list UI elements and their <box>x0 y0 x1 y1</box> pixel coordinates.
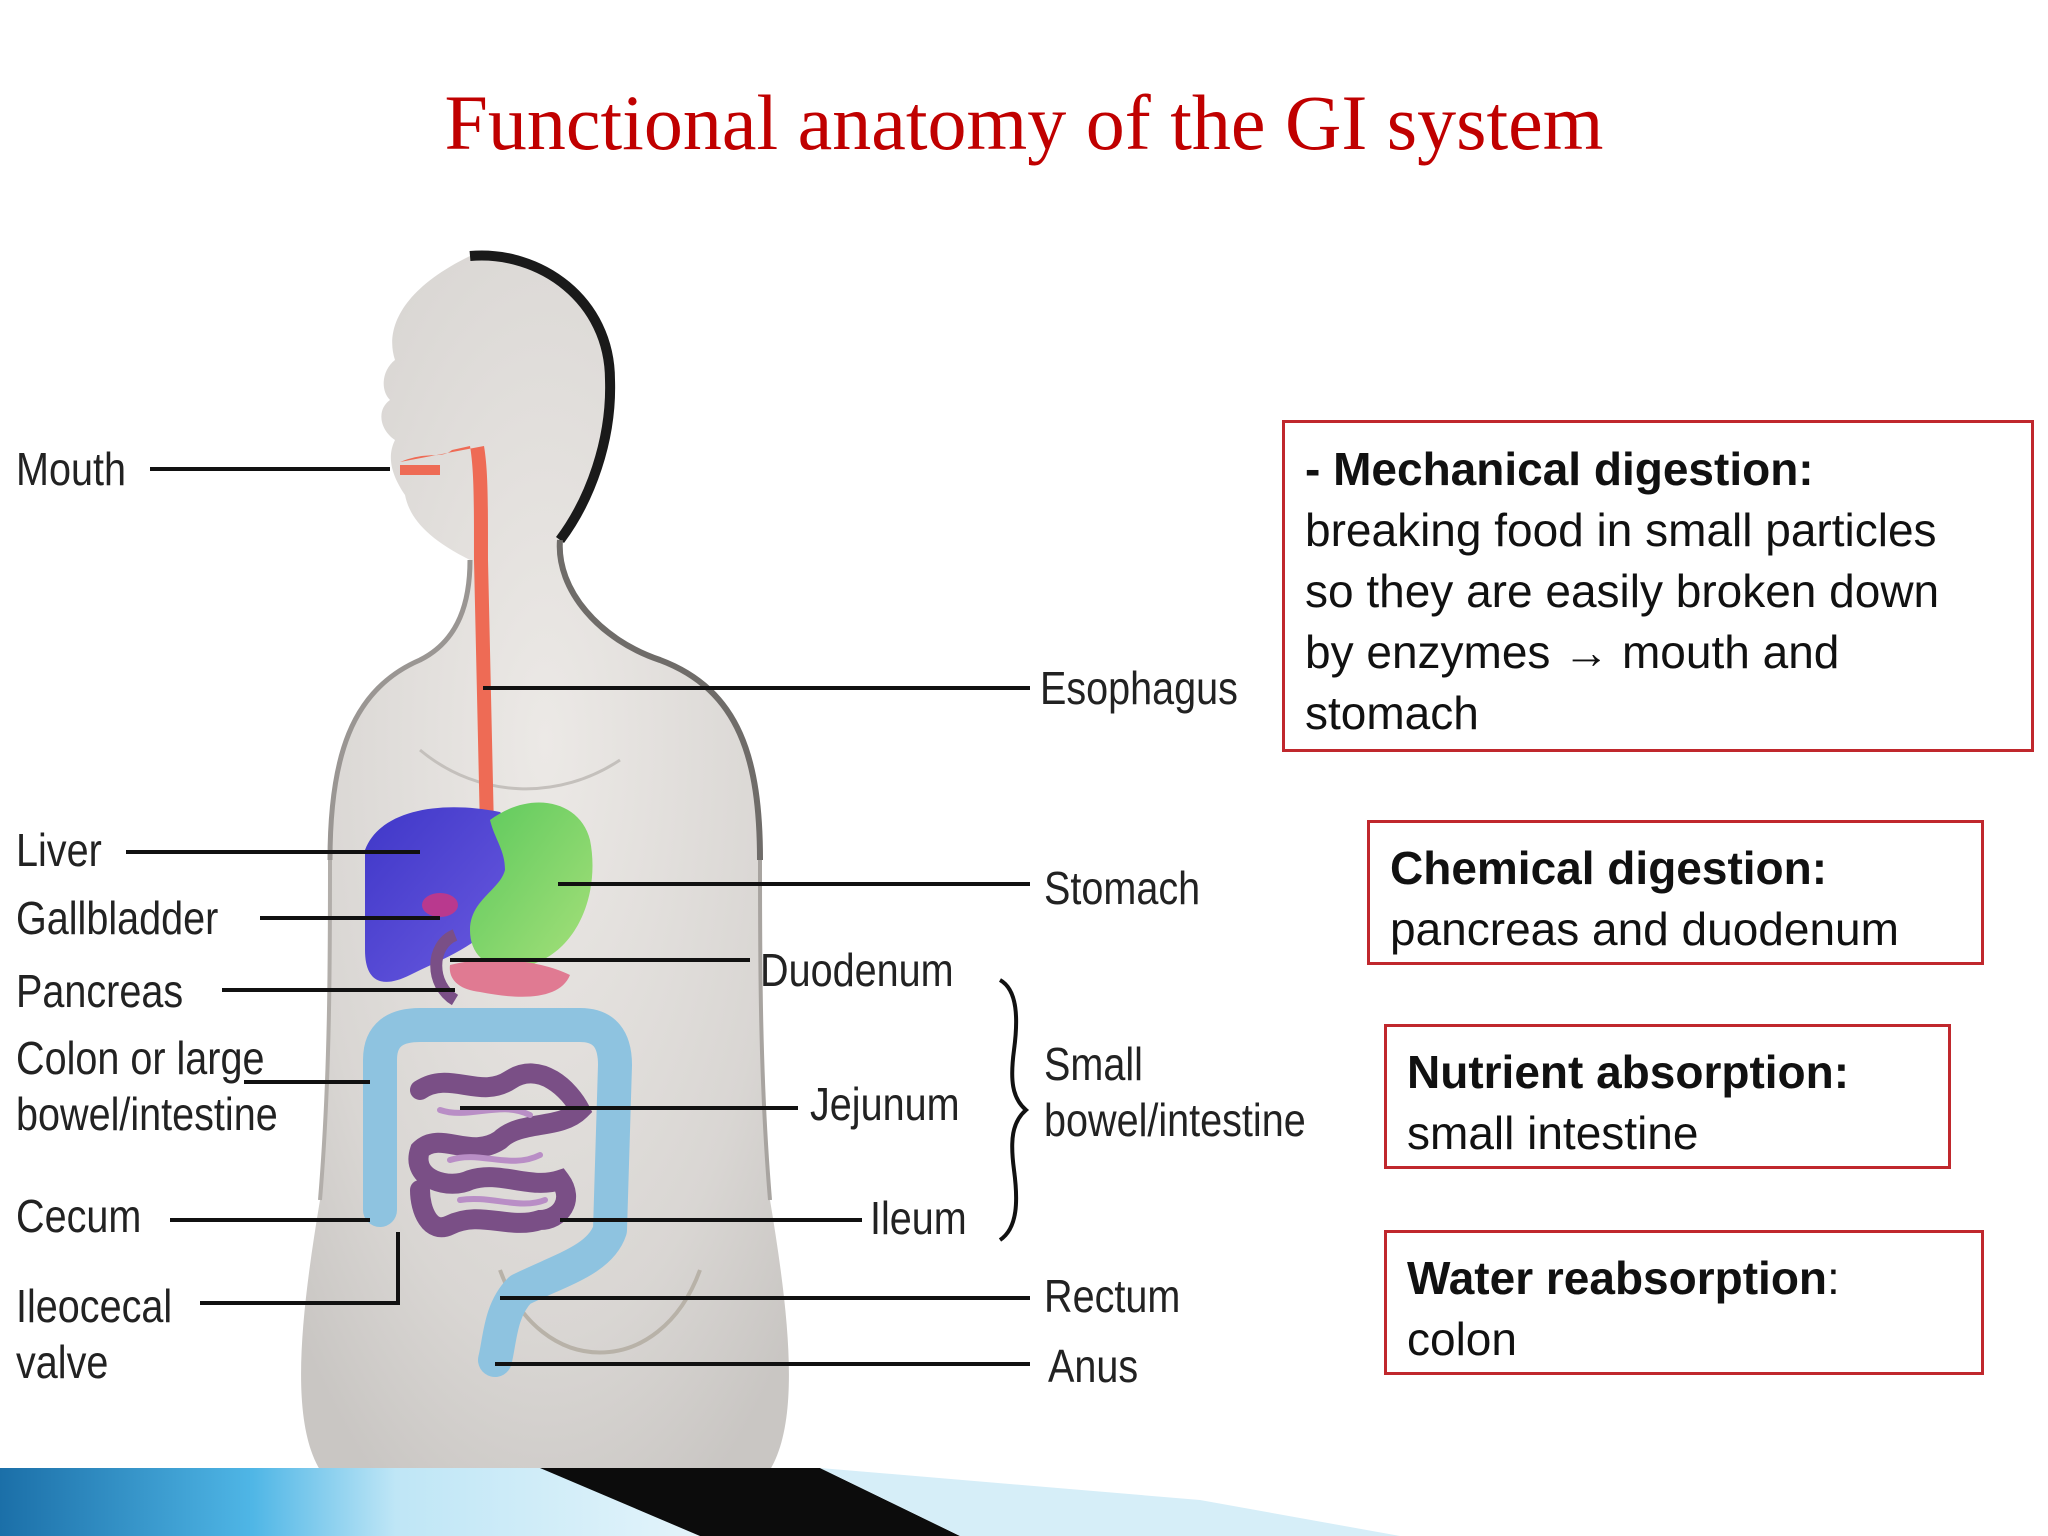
label-duodenum: Duodenum <box>760 944 954 996</box>
mechanical-line1: breaking food in small particles <box>1305 504 1937 556</box>
chest-outline <box>419 748 621 791</box>
duodenum-organ <box>430 929 459 1006</box>
label-rectum: Rectum <box>1044 1270 1181 1322</box>
label-small-intestine: Small bowel/intestine <box>1044 1036 1306 1148</box>
water-body: colon <box>1407 1313 1517 1365</box>
shoulder-outline <box>556 539 763 861</box>
water-reabsorption-box: Water reabsorption: colon <box>1384 1230 1984 1375</box>
label-cecum: Cecum <box>16 1190 142 1242</box>
mechanical-heading: - Mechanical digestion: <box>1305 443 1814 495</box>
water-heading: Water reabsorption <box>1407 1252 1828 1304</box>
nutrient-body: small intestine <box>1407 1107 1699 1159</box>
small-intestine-organ <box>408 1063 593 1238</box>
mechanical-line4: stomach <box>1305 687 1479 739</box>
label-small-line2: bowel/intestine <box>1044 1094 1306 1146</box>
label-ileocecal-line2: valve <box>16 1336 109 1388</box>
shoulder-left-outline <box>327 559 473 861</box>
pancreas-organ <box>449 959 570 997</box>
label-esophagus: Esophagus <box>1040 662 1238 714</box>
label-stomach: Stomach <box>1044 862 1201 914</box>
label-ileocecal: Ileocecal valve <box>16 1278 172 1390</box>
head-outline <box>469 250 616 543</box>
label-colon-line2: bowel/intestine <box>16 1088 278 1140</box>
nutrient-absorption-box: Nutrient absorption: small intestine <box>1384 1024 1951 1169</box>
label-ileum: Ileum <box>870 1192 967 1244</box>
chemical-body: pancreas and duodenum <box>1390 903 1899 955</box>
label-pancreas: Pancreas <box>16 965 184 1017</box>
label-gallbladder: Gallbladder <box>16 892 219 944</box>
label-jejunum: Jejunum <box>810 1078 960 1130</box>
side-outline <box>758 859 772 1201</box>
chemical-digestion-box: Chemical digestion: pancreas and duodenu… <box>1367 820 1984 965</box>
esophagus-organ <box>400 446 494 830</box>
page-title: Functional anatomy of the GI system <box>444 79 1604 166</box>
leader-lines <box>126 467 1030 1366</box>
bottom-stripe <box>0 1468 1400 1536</box>
nutrient-heading: Nutrient absorption: <box>1407 1046 1850 1098</box>
label-liver: Liver <box>16 824 102 876</box>
colon-organ <box>363 1008 632 1377</box>
stomach-organ <box>470 802 593 969</box>
chemical-heading: Chemical digestion: <box>1390 842 1828 894</box>
small-intestine-brace <box>998 978 1030 1242</box>
leader-ileocecal <box>200 1232 400 1305</box>
water-colon-mark: : <box>1827 1252 1840 1304</box>
label-mouth: Mouth <box>16 443 126 495</box>
label-colon-line1: Colon or large <box>16 1032 265 1084</box>
mechanical-line3: by enzymes → mouth and <box>1305 626 1840 678</box>
label-small-line1: Small <box>1044 1038 1143 1090</box>
label-ileocecal-line1: Ileocecal <box>16 1280 173 1332</box>
mechanical-digestion-box: - Mechanical digestion: breaking food in… <box>1282 420 2034 752</box>
side-left-outline <box>318 859 332 1201</box>
gallbladder-organ <box>422 893 458 917</box>
label-anus: Anus <box>1048 1340 1139 1392</box>
mechanical-line2: so they are easily broken down <box>1305 565 1940 617</box>
label-colon: Colon or large bowel/intestine <box>16 1030 278 1142</box>
